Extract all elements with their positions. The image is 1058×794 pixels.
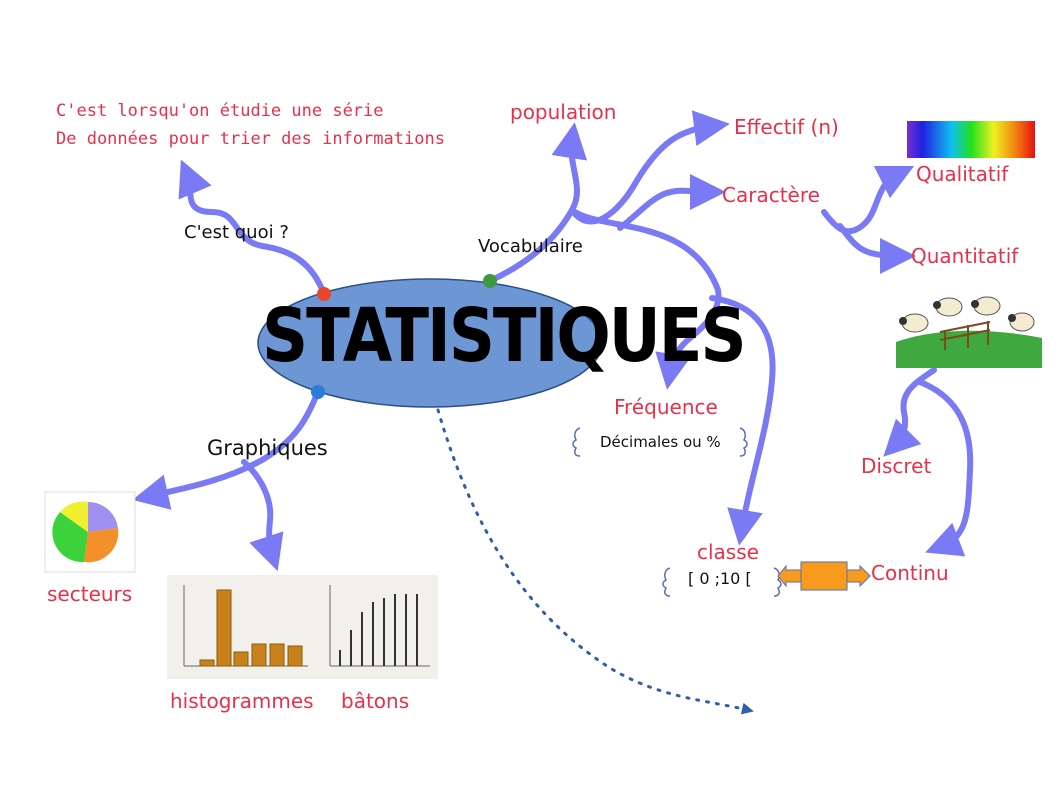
classe-note: [ 0 ;10 [ — [688, 569, 752, 588]
node-frequence[interactable]: Fréquence — [614, 395, 718, 419]
connector-frequence — [569, 207, 722, 390]
node-discret[interactable]: Discret — [861, 454, 932, 478]
pie-chart-image — [44, 491, 136, 573]
color-spectrum-image — [907, 121, 1035, 158]
node-continu[interactable]: Continu — [871, 561, 949, 585]
node-classe[interactable]: classe — [697, 540, 759, 564]
node-histogrammes[interactable]: histogrammes — [170, 689, 314, 713]
connector-definition — [178, 159, 327, 297]
brace-classe-right — [773, 567, 782, 597]
frequence-note: Décimales ou % — [600, 433, 721, 451]
connector-continu — [917, 379, 974, 557]
connector-classe — [709, 295, 776, 546]
node-secteurs[interactable]: secteurs — [47, 582, 133, 606]
bar-chart-image — [313, 575, 438, 679]
branch-label-definition[interactable]: C'est quoi ? — [184, 222, 289, 243]
node-qualitatif[interactable]: Qualitatif — [916, 162, 1009, 186]
histogram-image — [167, 575, 315, 679]
sheep-image — [896, 296, 1042, 368]
connector-discret — [883, 367, 937, 457]
definition-line-1: C'est lorsqu'on étudie une série — [56, 101, 384, 121]
dotted-arrow — [436, 408, 754, 715]
connector-histogrammes — [241, 459, 284, 572]
center-node[interactable] — [257, 278, 603, 408]
connector-population — [551, 122, 588, 213]
center-title: STATISTIQUES — [262, 294, 747, 380]
node-batons[interactable]: bâtons — [341, 689, 410, 713]
node-quantitatif[interactable]: Quantitatif — [911, 244, 1019, 268]
connector-quantitatif — [837, 223, 916, 274]
double-arrow-orange — [777, 561, 871, 591]
node-effectif[interactable]: Effectif (n) — [734, 115, 839, 139]
dot-vocabulary — [483, 274, 497, 288]
node-population[interactable]: population — [510, 100, 617, 124]
branch-label-vocabulary[interactable]: Vocabulaire — [478, 236, 583, 257]
brace-frequence-left — [572, 427, 581, 457]
brace-classe-left — [662, 567, 671, 597]
definition-line-2: De données pour trier des informations — [56, 129, 445, 149]
dot-definition — [317, 287, 331, 301]
connector-vocabulary — [487, 207, 575, 284]
brace-frequence-right — [739, 427, 748, 457]
connector-qualitatif — [821, 165, 915, 235]
dot-graphics — [311, 385, 325, 399]
branch-label-graphics[interactable]: Graphiques — [207, 436, 328, 460]
connector-caractere — [617, 173, 726, 231]
node-caractere[interactable]: Caractère — [722, 183, 820, 207]
connector-graphiques — [132, 389, 321, 510]
